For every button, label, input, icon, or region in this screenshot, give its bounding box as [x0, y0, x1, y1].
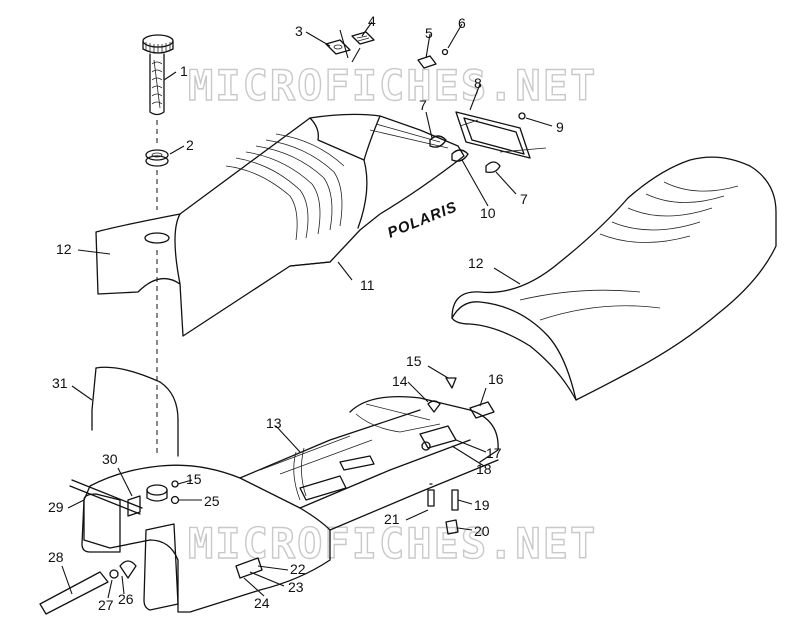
watermark-bottom: MICROFICHES.NET: [188, 519, 597, 568]
callout-7b: 7: [520, 191, 528, 207]
watermark-top: MICROFICHES.NET: [188, 61, 597, 110]
seat-brand-label: POLARIS: [385, 198, 460, 241]
callout-9: 9: [556, 119, 564, 135]
callout-2: 2: [186, 137, 194, 153]
callout-13: 13: [266, 415, 282, 431]
taillight-assembly-part: [429, 111, 547, 174]
callout-15a: 15: [406, 353, 422, 369]
callout-3: 3: [295, 23, 303, 39]
callout-25: 25: [204, 493, 220, 509]
callout-22: 22: [290, 561, 306, 577]
callout-6: 6: [458, 15, 466, 31]
callout-26: 26: [118, 591, 134, 607]
seat-cover-part: [451, 156, 777, 401]
callout-31: 31: [52, 375, 68, 391]
callout-4: 4: [368, 13, 376, 29]
callout-labels: 1 2 3 4 5 6 7 7 8 9 10 11 12 12 13 14 15…: [48, 13, 564, 613]
callout-16: 16: [488, 371, 504, 387]
callout-19: 19: [474, 497, 490, 513]
callout-5: 5: [425, 25, 433, 41]
callout-27: 27: [98, 597, 114, 613]
callout-18: 18: [476, 461, 492, 477]
fuel-tank-part: [39, 366, 499, 615]
callout-28: 28: [48, 549, 64, 565]
callout-12a: 12: [56, 241, 72, 257]
callout-11: 11: [360, 277, 375, 293]
callout-1: 1: [180, 63, 188, 79]
callout-29: 29: [48, 499, 64, 515]
fuel-cap-part: [142, 34, 174, 116]
callout-30: 30: [102, 451, 118, 467]
callout-15b: 15: [186, 471, 202, 487]
leader-lines: [61, 21, 553, 599]
callout-20: 20: [474, 523, 490, 539]
callout-8: 8: [474, 75, 482, 91]
callout-21: 21: [384, 511, 400, 527]
callout-14: 14: [392, 373, 408, 389]
grommet-part: [145, 149, 169, 167]
callout-24: 24: [254, 595, 270, 611]
seat-shell-part: POLARIS: [95, 113, 465, 337]
callout-12b: 12: [468, 255, 484, 271]
callout-7a: 7: [419, 97, 427, 113]
callout-17: 17: [486, 445, 502, 461]
callout-23: 23: [288, 579, 304, 595]
callout-10: 10: [480, 205, 496, 221]
